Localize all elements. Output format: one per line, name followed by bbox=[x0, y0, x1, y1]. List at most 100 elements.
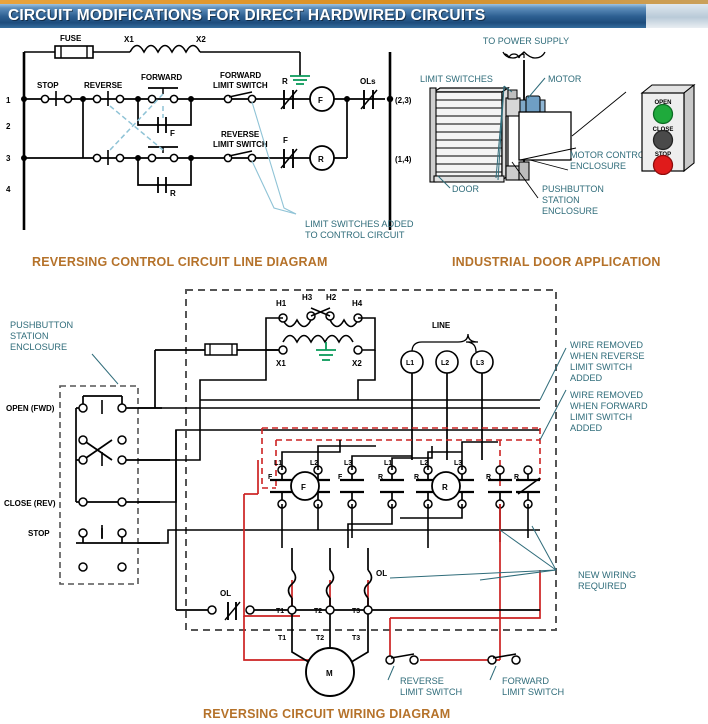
wiring-caption: REVERSING CIRCUIT WIRING DIAGRAM bbox=[203, 707, 451, 721]
wrf-line4: ADDED bbox=[570, 423, 603, 433]
motor-terminal-t1-top: T1 bbox=[276, 608, 284, 615]
transformer-ground-icon bbox=[316, 342, 336, 361]
banner-blue-band bbox=[0, 4, 708, 28]
forward-coil-label: F bbox=[318, 96, 323, 105]
transformer-h1-label: H1 bbox=[276, 299, 287, 308]
rung-number-2: 2 bbox=[6, 122, 11, 131]
line-terminal-l3: L3 bbox=[476, 360, 484, 367]
rls-line2: LIMIT SWITCH bbox=[400, 687, 463, 697]
open-button-icon bbox=[652, 103, 674, 125]
motor-terminal-t3: T3 bbox=[352, 635, 360, 642]
stop-button-label: STOP bbox=[37, 81, 59, 90]
wiring-pb-label-l3: ENCLOSURE bbox=[10, 342, 68, 352]
wrr-line1: WIRE REMOVED bbox=[570, 340, 643, 350]
overload-contact-label: OL bbox=[220, 589, 231, 598]
station-open-label: OPEN bbox=[654, 100, 671, 106]
overload-and-motor: OL OL T1 T2 T3 T1 bbox=[176, 548, 540, 697]
motor-terminal-t2-top: T2 bbox=[314, 608, 322, 615]
page-title: CIRCUIT MODIFICATIONS FOR DIRECT HARDWIR… bbox=[8, 7, 486, 24]
pushbutton-enclosure-outline bbox=[59, 385, 139, 585]
reversing-control-ladder-diagram: FUSE X1 X2 1 2 3 4 STOP REVERSE FORWARD bbox=[6, 34, 412, 230]
title-banner: CIRCUIT MODIFICATIONS FOR DIRECT HARDWIR… bbox=[0, 0, 708, 30]
control-transformer: H1 H3 H2 H4 X1 X2 bbox=[199, 293, 376, 400]
forward-contactor-coil bbox=[290, 471, 320, 501]
overload-contact: OL bbox=[176, 589, 540, 621]
door-label-leaders bbox=[437, 77, 546, 189]
station-row-close-label: CLOSE (REV) bbox=[4, 499, 56, 508]
industrial-door-application-illustration: TO POWER SUPPLY bbox=[420, 36, 650, 216]
reverse-limit-switch-annotation: REVERSE LIMIT SWITCH bbox=[400, 676, 462, 698]
wrr-line4: ADDED bbox=[570, 373, 603, 383]
fls-line2: LIMIT SWITCH bbox=[502, 687, 565, 697]
motor-letter-label: M bbox=[326, 669, 333, 678]
motor-terminal-t1: T1 bbox=[278, 635, 286, 642]
limit-switch-leaders bbox=[251, 101, 297, 215]
pushbutton-station-enclosure-label-l1: PUSHBUTTON bbox=[542, 184, 604, 194]
wiring-pushbutton-enclosure-label: PUSHBUTTON STATION ENCLOSURE bbox=[10, 320, 73, 353]
transformer-h3-label: H3 bbox=[302, 293, 313, 302]
mechanical-interlock-links bbox=[109, 93, 164, 151]
line-terminal-l2: L2 bbox=[441, 360, 449, 367]
limit-switches-label: LIMIT SWITCHES bbox=[420, 74, 493, 84]
reverse-button-label: REVERSE bbox=[84, 81, 123, 90]
new-wiring-red-paths bbox=[243, 460, 541, 662]
contactor-terminal-l3-f: L3 bbox=[344, 460, 352, 467]
contactor-assembly: L1 L2 L3 L1 L2 L3 F F F R R R R R F R bbox=[268, 440, 541, 548]
contactor-r-pole-label-1: R bbox=[378, 474, 383, 481]
motor-terminal-t3-top: T3 bbox=[352, 608, 360, 615]
transformer-h2-label: H2 bbox=[326, 293, 337, 302]
motor-control-enclosure-box bbox=[518, 111, 572, 161]
new-wiring-required-annotation: NEW WIRING REQUIRED bbox=[578, 570, 636, 592]
transformer-x1-label: X1 bbox=[124, 35, 134, 44]
wrr-line2: WHEN REVERSE bbox=[570, 351, 645, 361]
banner-fade-tail bbox=[646, 4, 708, 28]
transformer-h4-label: H4 bbox=[352, 299, 363, 308]
r-interlock-label: R bbox=[282, 77, 288, 86]
contactor-f-pole-label-1: F bbox=[268, 474, 273, 481]
fls-line1: FORWARD bbox=[502, 676, 549, 686]
forward-limit-switch-annotation: FORWARD LIMIT SWITCH bbox=[502, 676, 564, 698]
reversing-circuit-wiring-diagram: OPEN (FWD) CLOSE (REV) STOP H1 H3 H2 H4 bbox=[4, 289, 567, 697]
reverse-coil-label-w: R bbox=[442, 483, 448, 492]
line-terminals-group: LINE L1 L2 L3 bbox=[400, 321, 494, 460]
contactor-terminal-l2-r: L2 bbox=[420, 460, 428, 467]
contactor-terminal-l3-r: L3 bbox=[454, 460, 462, 467]
to-power-supply-label: TO POWER SUPPLY bbox=[483, 36, 569, 46]
reverse-coil-label: R bbox=[318, 155, 324, 164]
line-terminal-l1: L1 bbox=[406, 360, 414, 367]
line-label: LINE bbox=[432, 321, 451, 330]
limit-switch-annotation: LIMIT SWITCHES ADDED TO CONTROL CIRCUIT bbox=[305, 219, 414, 241]
limit-switch-annotation-line2: TO CONTROL CIRCUIT bbox=[305, 230, 405, 240]
reverse-limit-switch-label-l1: REVERSE bbox=[221, 130, 260, 139]
wiring-pb-label-l1: PUSHBUTTON bbox=[10, 320, 74, 330]
forward-limit-switch-label-l2: LIMIT SWITCH bbox=[213, 81, 268, 90]
motor-control-enclosure-label-l1: MOTOR CONTROL bbox=[570, 150, 650, 160]
wrf-line2: WHEN FORWARD bbox=[570, 401, 648, 411]
door-motor-graphic bbox=[505, 89, 546, 181]
contactor-r-pole-label-2: R bbox=[414, 474, 419, 481]
forward-seal-in-label: F bbox=[170, 129, 175, 138]
reverse-seal-in-label: R bbox=[170, 189, 176, 198]
aux-r-label-2: R bbox=[514, 474, 519, 481]
overload-heater-label: OL bbox=[376, 569, 387, 578]
contactor-terminal-l1-f: L1 bbox=[274, 460, 282, 467]
motor-control-enclosure-label-l2: ENCLOSURE bbox=[570, 161, 626, 171]
wire-removed-reverse-annotation: WIRE REMOVED WHEN REVERSE LIMIT SWITCH A… bbox=[570, 340, 645, 384]
rung-number-4: 4 bbox=[6, 185, 11, 194]
wiring-pb-label-l2: STATION bbox=[10, 331, 49, 341]
pushbutton-station-enclosure-label-l2: STATION bbox=[542, 195, 580, 205]
transformer-x2-label-w: X2 bbox=[352, 359, 362, 368]
aux-r-label-1: R bbox=[486, 474, 491, 481]
station-row-open-label: OPEN (FWD) bbox=[6, 404, 55, 413]
rolling-door-graphic bbox=[429, 86, 510, 183]
close-button-icon bbox=[652, 129, 674, 151]
motor-terminal-t2: T2 bbox=[316, 635, 324, 642]
pushbutton-enclosure-leader bbox=[91, 353, 119, 385]
wrr-line3: LIMIT SWITCH bbox=[570, 362, 633, 372]
forward-coil-label-w: F bbox=[301, 483, 306, 492]
motor-label: MOTOR bbox=[548, 74, 582, 84]
wire-removed-forward-annotation: WIRE REMOVED WHEN FORWARD LIMIT SWITCH A… bbox=[570, 390, 648, 434]
door-label: DOOR bbox=[452, 184, 480, 194]
ladder-caption: REVERSING CONTROL CIRCUIT LINE DIAGRAM bbox=[32, 255, 328, 269]
wiring-annotation-leaders bbox=[389, 347, 567, 581]
